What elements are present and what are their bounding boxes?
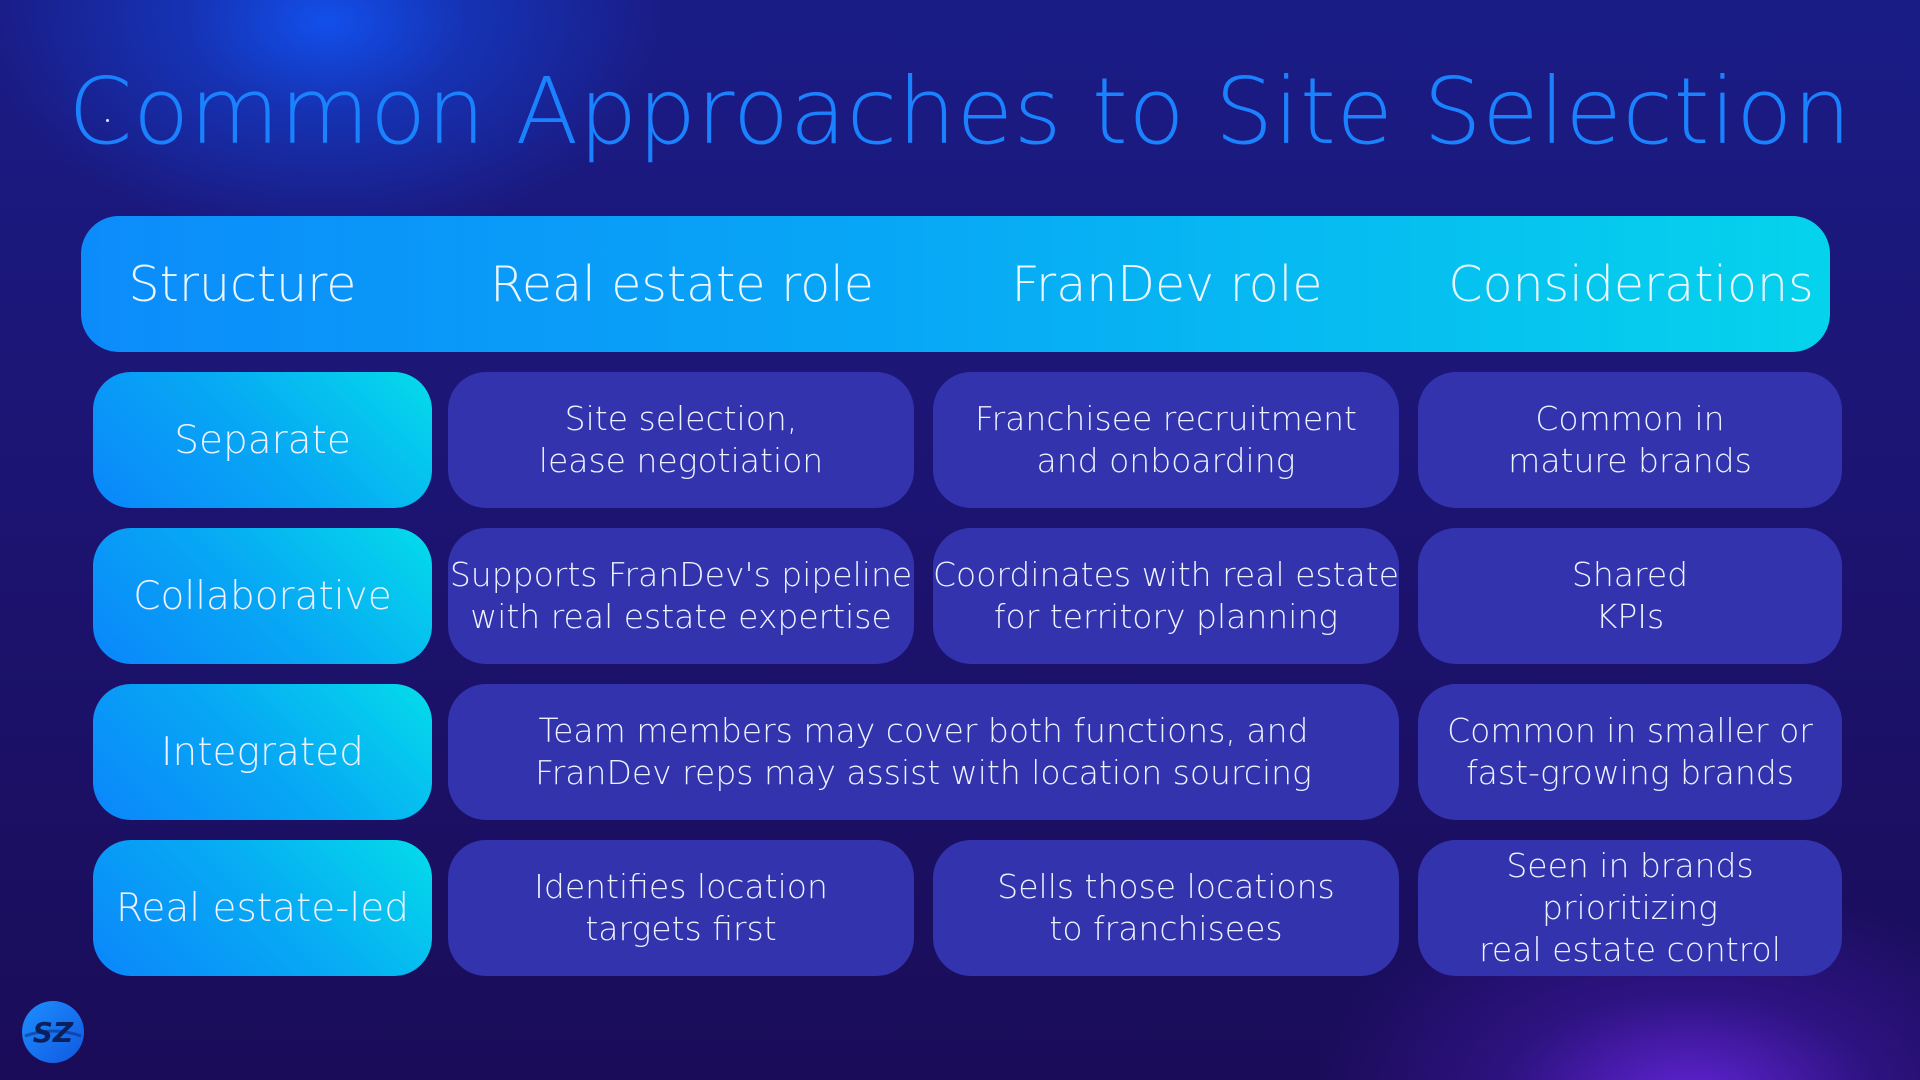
header-considerations: Considerations [1448,255,1814,313]
row-structure-real-estate-led: Real estate-led [93,840,432,976]
row-structure-integrated: Integrated [93,684,432,820]
considerations-cell: Shared KPIs [1418,528,1842,664]
header-structure: Structure [128,255,357,313]
table-header: Structure Real estate role FranDev role … [81,216,1830,352]
considerations-cell: Common in smaller or fast-growing brands [1418,684,1842,820]
row-structure-separate: Separate [93,372,432,508]
frandev-role-text: Sells those locations to franchisees [997,867,1335,948]
row-structure-collaborative: Collaborative [93,528,432,664]
merged-role-cell: Team members may cover both functions, a… [448,684,1399,820]
structure-label: Separate [174,417,351,463]
decorative-speck [106,119,109,122]
logo-text: SZ [33,1016,74,1049]
considerations-cell: Common in mature brands [1418,372,1842,508]
frandev-role-text: Coordinates with real estate for territo… [933,555,1400,636]
structure-label: Integrated [161,729,364,775]
real-estate-role-cell: Identifies location targets first [448,840,914,976]
real-estate-role-cell: Site selection, lease negotiation [448,372,914,508]
frandev-role-cell: Coordinates with real estate for territo… [933,528,1399,664]
header-frandev-role: FranDev role [1011,255,1323,313]
header-real-estate-role: Real estate role [490,255,874,313]
frandev-role-text: Franchisee recruitment and onboarding [975,399,1357,480]
considerations-text: Shared KPIs [1571,555,1689,636]
real-estate-role-text: Site selection, lease negotiation [538,399,824,480]
considerations-text: Seen in brands prioritizing real estate … [1479,846,1781,969]
page-title: Common Approaches to Site Selection [68,58,1852,165]
frandev-role-cell: Sells those locations to franchisees [933,840,1399,976]
real-estate-role-cell: Supports FranDev's pipeline with real es… [448,528,914,664]
frandev-role-cell: Franchisee recruitment and onboarding [933,372,1399,508]
considerations-text: Common in mature brands [1508,399,1752,480]
structure-label: Real estate-led [116,885,409,931]
considerations-cell: Seen in brands prioritizing real estate … [1418,840,1842,976]
considerations-text: Common in smaller or fast-growing brands [1447,711,1813,792]
merged-role-text: Team members may cover both functions, a… [535,711,1312,792]
real-estate-role-text: Supports FranDev's pipeline with real es… [449,555,913,636]
sz-logo-icon: SZ [22,1001,84,1063]
real-estate-role-text: Identifies location targets first [534,867,828,948]
structure-label: Collaborative [133,573,392,619]
